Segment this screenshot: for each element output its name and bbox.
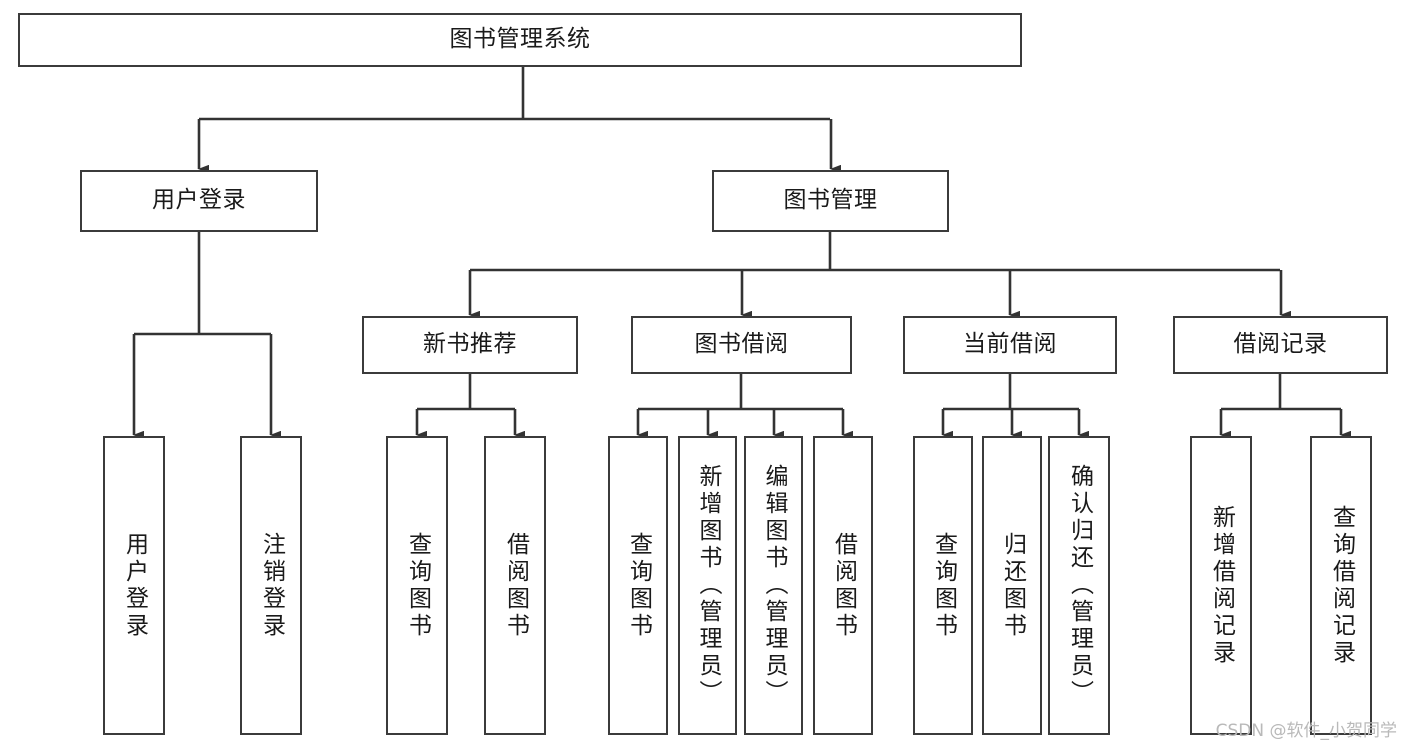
node-bookmgmt[interactable]: 图书管理 [712,170,949,232]
node-label-current: 当前借阅 [963,331,1057,358]
node-label-leaf-add-book: 新增图书（管理员） [695,464,721,707]
node-label-leaf-borrow-book-1: 借阅图书 [502,531,529,640]
node-leaf-borrow-book-1[interactable]: 借阅图书 [484,436,546,735]
node-label-login: 用户登录 [152,187,246,214]
node-leaf-confirm-return[interactable]: 确认归还（管理员） [1048,436,1110,735]
node-label-leaf-return-book: 归还图书 [999,531,1026,640]
node-leaf-user-login[interactable]: 用户登录 [103,436,165,735]
node-label-root: 图书管理系统 [449,26,591,53]
node-label-leaf-query-book-2: 查询图书 [625,531,652,640]
node-label-leaf-confirm-return: 确认归还（管理员） [1066,464,1093,707]
node-leaf-borrow-book-2[interactable]: 借阅图书 [813,436,873,735]
node-leaf-query-record[interactable]: 查询借阅记录 [1310,436,1372,735]
node-borrow[interactable]: 图书借阅 [631,316,852,374]
node-leaf-query-book-1[interactable]: 查询图书 [386,436,448,735]
node-current[interactable]: 当前借阅 [903,316,1117,374]
node-leaf-query-book-3[interactable]: 查询图书 [913,436,973,735]
node-record[interactable]: 借阅记录 [1173,316,1388,374]
node-newbook[interactable]: 新书推荐 [362,316,578,374]
watermark-label: CSDN @软件_小贺同学 [1215,721,1397,741]
node-label-leaf-edit-book: 编辑图书（管理员） [761,464,787,707]
node-label-bookmgmt: 图书管理 [783,187,878,214]
node-leaf-edit-book[interactable]: 编辑图书（管理员） [744,436,803,735]
node-label-record: 借阅记录 [1233,331,1328,358]
edges-group [132,67,1351,440]
node-leaf-add-record[interactable]: 新增借阅记录 [1190,436,1252,735]
node-root[interactable]: 图书管理系统 [18,13,1022,67]
node-label-borrow: 图书借阅 [694,331,789,358]
node-login[interactable]: 用户登录 [80,170,318,232]
node-label-newbook: 新书推荐 [423,331,517,358]
node-leaf-logout[interactable]: 注销登录 [240,436,302,735]
node-label-leaf-query-book-1: 查询图书 [404,531,431,640]
node-label-leaf-add-record: 新增借阅记录 [1208,504,1235,667]
node-leaf-add-book[interactable]: 新增图书（管理员） [678,436,737,735]
node-label-leaf-logout: 注销登录 [258,531,285,640]
node-label-leaf-user-login: 用户登录 [121,531,148,640]
node-label-leaf-query-record: 查询借阅记录 [1328,504,1355,667]
node-label-leaf-query-book-3: 查询图书 [930,531,957,640]
node-label-leaf-borrow-book-2: 借阅图书 [830,531,857,640]
node-leaf-query-book-2[interactable]: 查询图书 [608,436,668,735]
node-leaf-return-book[interactable]: 归还图书 [982,436,1042,735]
